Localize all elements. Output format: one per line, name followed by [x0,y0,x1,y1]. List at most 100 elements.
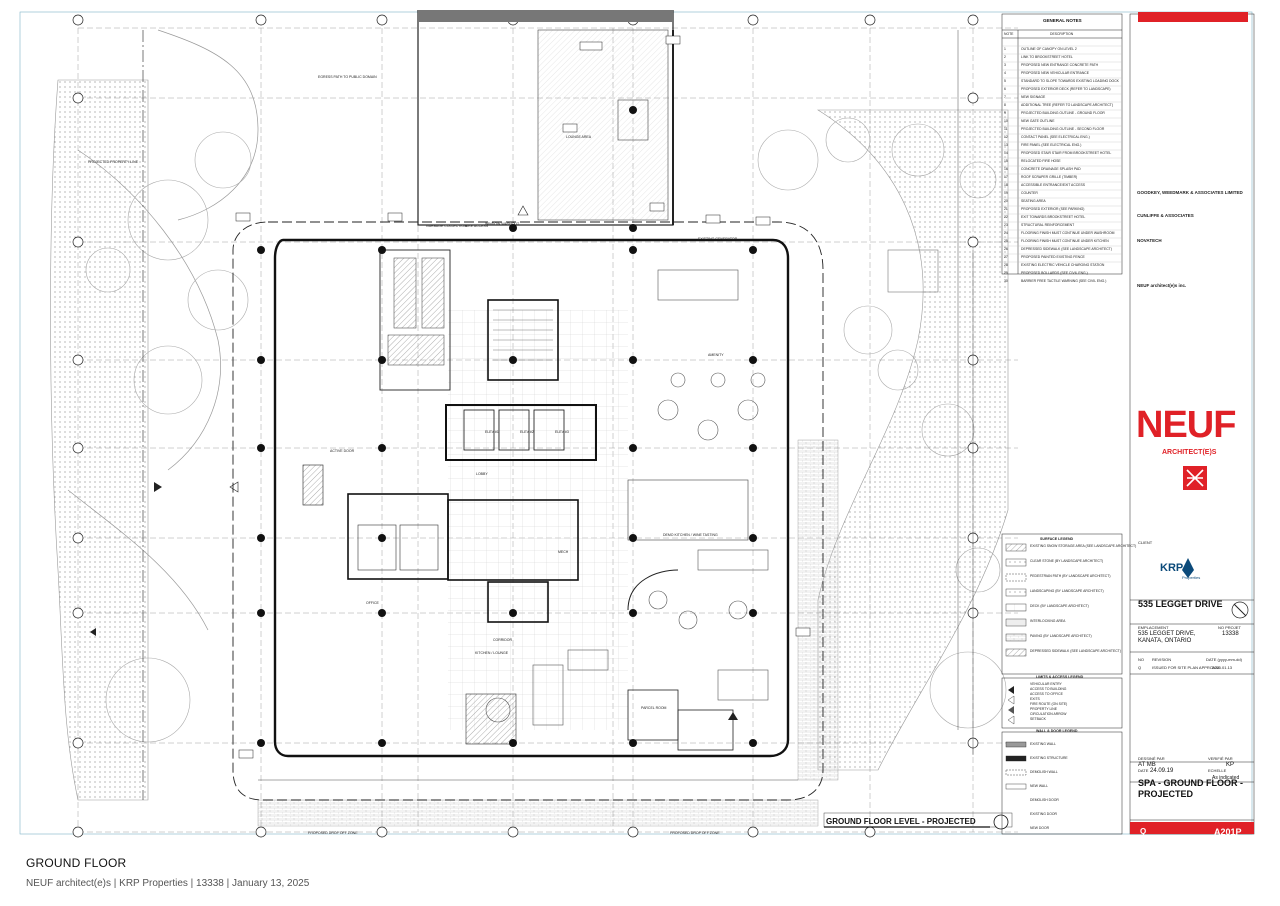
general-notes-title: GENERAL NOTES [1043,18,1082,23]
room-label-demo: DEMO KITCHEN / WINE TASTING [663,533,718,537]
note-number: 7 [1004,95,1006,99]
scale-label: ECHELLE [1208,768,1227,773]
room-label-bike: BIKE ACCESS [465,224,489,228]
room-label-amenity: AMENITY [708,353,724,357]
legend-entry: NEW DOOR [1030,826,1050,830]
lounge-furniture [617,99,649,141]
recycling-bin [387,334,445,366]
mech-room [447,499,579,581]
note-description: DEPRESSED SIDEWALK (SEE LANDSCAPE ARCHIT… [1021,247,1112,251]
amenity-furniture [485,269,769,726]
note-number: 9 [1004,111,1006,115]
project-name: 535 LEGGET DRIVE [1138,599,1223,609]
client-logo-sub: Properties [1182,575,1201,580]
landscape-curve-2 [67,489,209,631]
note-number: 2 [1004,55,1006,59]
note-description: OUTLINE OF CANOPY ON LEVEL 2 [1021,47,1077,51]
note-description: CONTACT PANEL (SEE ELECTRICAL ENG.) [1021,135,1090,139]
pavilion [887,249,939,293]
demo-curve [627,569,679,611]
stair-core [487,299,559,381]
legend-entry: PEDESTRIAN PATH (BY LANDSCAPE ARCHITECT) [1030,574,1111,578]
client-label: CLIENT [1138,540,1153,545]
room-label-active-door: ACTIVE DOOR [330,449,355,453]
note-number: 12 [1004,135,1008,139]
landscape-right [816,109,1009,771]
legend-entry: CLEAR STONE (BY LANDSCAPE ARCHITECT) [1030,559,1104,563]
lounge-block [537,29,669,221]
note-number: 27 [1004,255,1008,259]
stair-treads [493,309,553,361]
south-room [677,709,734,751]
project-address: 535 LEGGET DRIVE, KANATA, ONTARIO [1138,631,1196,644]
drawing-date: 24.09.19 [1150,768,1174,774]
note-description: PROJECTED BUILDING OUTLINE - GROUND FLOO… [1021,111,1105,115]
legend-entry: CIRCULATION ARROW [1030,712,1067,716]
note-number: 23 [1004,223,1008,227]
room-label-elev1: ELEV #1 [485,430,499,434]
firm-3: NOVATECH [1137,238,1162,243]
drawing-sheet: GARBAGE COLLECTION BIKE ACCESS WINDOW WA… [18,10,1258,840]
note-description: PROPOSED STAIR STAIR FROM BROOKSTREET HO… [1021,151,1112,155]
section-markers [90,205,738,720]
logo-mark [1186,469,1204,487]
dimension-lines [258,30,974,781]
label-drop-off-left: PROPOSED DROP OFF ZONE [308,831,358,835]
legend-entry: ACCESS TO BUILDING [1030,687,1067,691]
label-property-line: PROJECTED PROPERTY LINE [88,160,139,164]
legend-entry: FIRE ROUTE (ON SITE) [1030,702,1068,706]
tags [235,35,811,759]
note-number: 5 [1004,79,1006,83]
revision-row-date: 2025.01.13 [1212,665,1233,670]
checked-label: VERIFIÉ PAR [1208,756,1233,761]
columns [257,106,757,747]
room-label-elev3: ELEV #3 [555,430,569,434]
notes-rows [1002,45,1122,263]
room-label-elev2: ELEV #2 [520,430,534,434]
note-number: 25 [1004,239,1008,243]
interlocking-path [797,439,839,781]
washroom-2 [399,524,439,571]
revision-label: REVISION [1152,657,1172,662]
trees-left [85,131,252,743]
address-label: EMPLACEMENT [1138,625,1169,630]
checked-by: KP [1226,762,1235,768]
legend-entry: EXISTING DOOR [1030,812,1057,816]
legend-entry: NEW WALL [1030,784,1048,788]
parcel-room [627,689,679,741]
landscape-curve-1 [77,149,221,471]
note-description: PROPOSED EXTERIOR DECK (REFER TO LANDSCA… [1021,87,1111,91]
room-label-lobby: LOBBY [476,472,488,476]
krp-star-icon [1182,558,1194,578]
floor-plan-drawing [19,10,1255,838]
sheet-number-bar [1130,822,1254,834]
stair-south [487,581,549,623]
legend-entry: INTERLOCKING AREA [1030,619,1066,623]
legend-symbols [1007,686,1015,725]
elev-1 [463,409,495,451]
legend-entry: PROPERTY LINE [1030,707,1058,711]
note-number: 28 [1004,263,1008,267]
building-outline [273,238,790,758]
legend-entry: LANDSCAPING (BY LANDSCAPE ARCHITECT) [1030,589,1104,593]
room-label-kitchen: KITCHEN / LOUNGE [475,651,509,655]
elevator-core [445,404,597,461]
caption-subtitle: NEUF architect(e)s | KRP Properties | 13… [26,878,310,889]
firm-4: NEUF architect(e)s inc. [1137,283,1187,288]
legend-entry: SETBACK [1030,717,1046,721]
sheet-title: SPA - GROUND FLOOR - PROJECTED [1138,778,1243,799]
legend-entry: DECK (BY LANDSCAPE ARCHITECT) [1030,604,1089,608]
note-number: 26 [1004,247,1008,251]
planting-left [157,29,259,221]
drawn-by: AT MB [1138,762,1156,768]
wall-legend-title: WALL & DOOR LEGEND [1036,729,1078,733]
drop-off-zone [257,799,819,827]
note-description: ACCESSIBLE ENTRANCE/EXIT ACCESS [1021,183,1086,187]
note-description: RELOCATED FIRE HOSE [1021,159,1061,163]
note-description: FLOORING FINISH MUST CONTINUE UNDER KITC… [1021,239,1109,243]
note-number: 15 [1004,159,1008,163]
project-no-label: NO PROJET [1218,625,1241,630]
legend-entry: EXISTING STRUCTURE [1030,756,1068,760]
note-description: NEW GATE OUTLINE [1021,119,1055,123]
note-number: 18 [1004,183,1008,187]
